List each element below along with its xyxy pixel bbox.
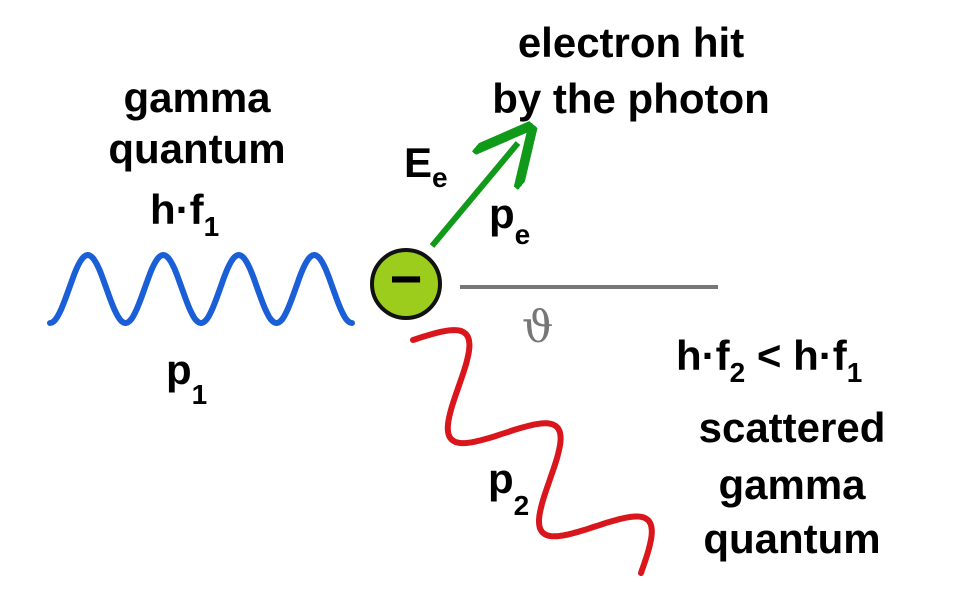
electron-circle [370,248,442,320]
electron-momentum-sub: e [515,219,531,250]
scattered-label-line-1: scattered [699,404,886,451]
energy-relation: h·f2 < h·f1 [676,332,862,388]
incoming-momentum-base: p [166,346,192,393]
scattered-momentum: p2 [488,455,529,521]
scattered-momentum-base: p [488,455,514,502]
electron-energy-sub: e [432,162,448,193]
incoming-label-line-2: quantum [108,125,285,172]
electron-label-line-2: by the photon [492,75,770,122]
charge-symbol: − [390,247,423,310]
electron-energy: Ee [404,139,448,193]
electron-arrow [429,143,518,248]
relation-lhs-base: h·f [676,332,731,379]
electron-label-line-1: electron hit [518,19,744,66]
incoming-momentum-sub: 1 [192,379,208,410]
incoming-energy: h·f1 [150,186,219,242]
incoming-energy-sub: 1 [204,211,220,242]
relation-lhs-sub: 2 [730,357,746,388]
electron-momentum-base: p [489,190,515,237]
relation-rhs-base: h·f [793,332,848,379]
electron-energy-base: E [404,139,432,186]
incoming-energy-base: h·f [150,186,205,233]
incoming-wave [47,251,355,327]
scattering-angle-symbol: ϑ [522,302,553,353]
incoming-label-line-1: gamma [123,74,271,121]
scattered-label-line-2: gamma [718,461,866,508]
scattered-momentum-sub: 2 [514,490,530,521]
scattered-label-line-3: quantum [703,515,880,562]
incoming-momentum: p1 [166,346,207,410]
relation-operator: < [745,332,793,379]
relation-rhs-sub: 1 [847,357,863,388]
scattered-wave [410,327,655,576]
electron-momentum: pe [489,190,530,250]
